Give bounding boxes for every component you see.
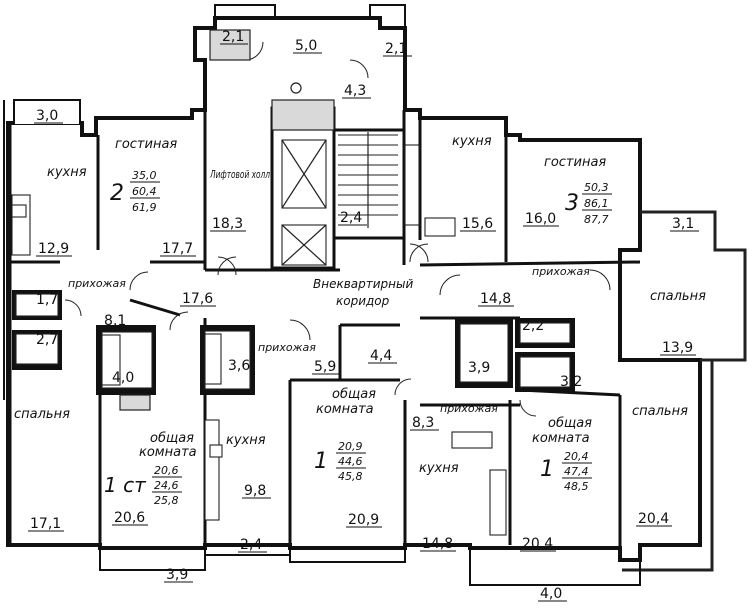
apt1a-number: 1 [314,449,328,474]
apt3-area-with-balcony: 87,7 [584,213,609,226]
apt1b-room-area: 20,4 [522,536,553,552]
apt1b-area-total: 47,4 [564,465,589,478]
apt1st-area-with-balcony: 25,8 [154,494,179,507]
corridor-label-line1: Внеквартирный [313,277,413,291]
lift-hall-area: 18,3 [212,216,243,232]
apt3-hall-label: прихожая [532,265,590,278]
apt1st-area-total: 24,6 [154,479,179,492]
apt2-hall-label: прихожая [68,277,126,290]
apt1a-hall-area: 5,9 [314,359,336,375]
lift-hall-label: Лифтовой холл [209,168,270,181]
apt3-bedroom2-label: спальня [632,404,688,419]
apt1a-room-area: 20,9 [348,512,379,528]
apt2-kitchen-area: 12,9 [38,241,69,257]
apt1b-balcony-area: 4,0 [540,586,562,602]
apt1st-bath-area: 4,0 [112,370,134,386]
apt1a-balcony-area: 2,4 [240,537,262,553]
apt1a-room-label-line2: комната [316,402,374,417]
door-swings [64,41,611,417]
apt3-living-area: 16,0 [525,211,556,227]
apt1st-room-label-line2: комната [139,445,197,460]
apt3-bath1-area: 2,2 [522,318,544,334]
stair-top-left-area: 2,1 [222,29,244,45]
stair-landing-area: 4,3 [344,83,366,99]
apt1a-area-with-balcony: 45,8 [338,470,363,483]
apt1a-kitchen-label: кухня [226,433,266,448]
apt3-kitchen-label: кухня [452,134,492,149]
apt1a-area-total: 44,6 [338,455,363,468]
apt2-area-living: 35,0 [132,169,157,182]
apt2-living-area: 17,7 [162,241,193,257]
apt1b-kitchen-label: кухня [419,461,459,476]
apt2-kitchen-label: кухня [47,165,87,180]
ventilation-circle [290,82,302,94]
apt2-bath2-area: 2,7 [36,332,58,348]
apt1b-area-with-balcony: 48,5 [564,480,589,493]
apt3-kitchen-area: 15,6 [462,216,493,232]
apt1st-area-living: 20,6 [154,464,179,477]
apt1b-number: 1 [540,457,554,482]
apt1b-kitchen-area: 14,8 [422,536,453,552]
apt1st-room-area: 20,6 [114,510,145,526]
apt3-balcony-area: 3,1 [672,216,694,232]
apt2-bedroom-area: 17,1 [30,516,61,532]
apt2-balcony-area: 3,0 [36,108,58,124]
apt1a-room-label-line1: общая [332,387,376,402]
corridor-label-line2: коридор [336,294,390,308]
apt1a-hall-label: прихожая [258,341,316,354]
apt2-bedroom-label: спальня [14,407,70,422]
apt1b-hall-area: 8,3 [412,415,434,431]
apt2-hall-area: 17,6 [182,291,213,307]
stair-top-middle-area: 5,0 [295,38,317,54]
apt1b-area-living: 20,4 [564,450,589,463]
apt1b-room-label-line2: комната [532,431,590,446]
technical-room [209,29,251,61]
corridor-area: 14,8 [480,291,511,307]
apt1st-balcony-area: 3,9 [166,567,188,583]
bathroom-fixtures [12,290,575,411]
kitchen-fixtures [11,144,507,536]
internal-walls [10,60,641,548]
apt2-living-label: гостиная [115,137,177,152]
stair-area: 2,4 [340,210,362,226]
apt1st-room-label-line1: общая [150,431,194,446]
apt3-bedroom1-area: 13,9 [662,340,693,356]
apt3-living-label: гостиная [544,155,606,170]
apt2-number: 2 [110,181,124,206]
apt2-area-total: 60,4 [132,185,157,198]
stair-top-right-area: 2,1 [385,41,407,57]
apt3-bedroom1-label: спальня [650,289,706,304]
apt2-area-with-balcony: 61,9 [132,201,157,214]
balconies [13,4,641,586]
apt1a-area-living: 20,9 [338,440,363,453]
apt3-bath3-area: 3,2 [560,374,582,390]
apt3-number: 3 [565,191,579,216]
apt1b-room-label-line1: общая [548,416,592,431]
apt1a-closet-area: 4,4 [370,348,392,364]
apt2-bath1-area: 1,7 [36,292,58,308]
apt3-bedroom2-area: 20,4 [638,511,669,527]
apt3-area-total: 86,1 [584,197,609,210]
apt1a-bath-area: 3,6 [228,358,250,374]
apt3-area-living: 50,3 [584,181,609,194]
lift-shafts [271,99,335,266]
apt1a-kitchen-area: 9,8 [244,483,266,499]
apt3-bath2-area: 3,9 [468,360,490,376]
apt1b-hall-label: прихожая [440,402,498,415]
staircase [338,132,398,228]
apt1st-bath-top-area: 8,1 [104,313,126,329]
apt1st-number: 1 ст [104,473,147,497]
